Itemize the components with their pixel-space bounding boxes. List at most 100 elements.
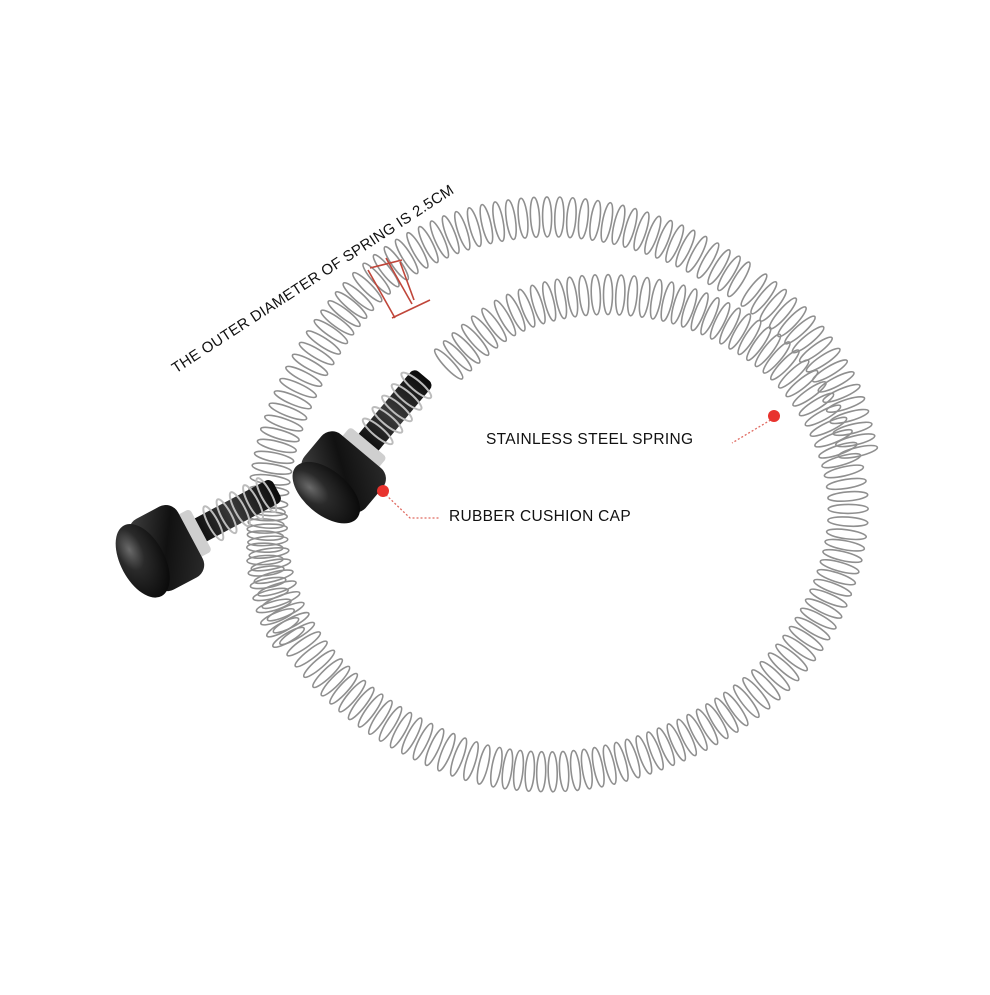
spring-coil bbox=[338, 679, 367, 713]
spring-coil bbox=[436, 732, 456, 772]
spring-coil bbox=[791, 325, 825, 354]
spring-coil bbox=[822, 383, 861, 404]
spring-coil bbox=[441, 215, 460, 255]
spring-coil bbox=[249, 576, 287, 590]
spring-coil bbox=[686, 713, 708, 752]
spring-coil bbox=[742, 676, 771, 710]
spring-coil bbox=[342, 282, 375, 312]
spring-coil bbox=[378, 705, 403, 742]
spring-coil bbox=[246, 554, 284, 566]
spring-coil bbox=[489, 746, 503, 788]
spring-coil bbox=[565, 196, 577, 239]
spring-coil bbox=[726, 261, 751, 298]
spring-coil bbox=[827, 516, 869, 528]
spring-coil bbox=[819, 558, 860, 575]
spring-coil bbox=[352, 271, 383, 303]
spring-coil bbox=[320, 665, 351, 697]
spring-coil bbox=[626, 275, 639, 317]
spring-coil bbox=[247, 535, 289, 547]
spring-coil bbox=[566, 276, 579, 318]
spring-coil bbox=[253, 450, 295, 465]
spring-coil bbox=[334, 290, 368, 320]
spring-coil bbox=[827, 503, 869, 515]
spring-coil bbox=[685, 235, 708, 273]
spring-coil bbox=[804, 598, 843, 619]
spring-coil bbox=[600, 201, 614, 243]
spring-coil bbox=[578, 274, 590, 317]
spring-coil bbox=[670, 284, 687, 325]
spring-coil bbox=[798, 336, 833, 363]
spring-coil bbox=[788, 625, 824, 652]
spring-coil bbox=[825, 477, 867, 491]
spring-coil bbox=[577, 198, 590, 240]
spring-coil bbox=[613, 741, 629, 782]
spring-coil bbox=[553, 196, 565, 238]
spring-coil bbox=[809, 416, 848, 438]
spring-coil bbox=[357, 693, 384, 728]
spring-coil bbox=[809, 588, 848, 608]
spring-coil bbox=[799, 607, 837, 630]
spring-coil bbox=[367, 699, 393, 736]
spring-coil bbox=[400, 717, 423, 755]
spring-coil bbox=[268, 402, 308, 421]
spring-coil bbox=[645, 731, 665, 771]
spring-coil bbox=[247, 565, 285, 577]
spring-coil bbox=[460, 323, 490, 357]
spring-coil bbox=[649, 278, 663, 320]
spring-coil bbox=[252, 587, 289, 602]
spring-coil bbox=[246, 530, 285, 542]
spring-coil bbox=[263, 414, 304, 432]
spring-coil bbox=[298, 341, 335, 366]
spring-coil bbox=[740, 273, 768, 307]
spring-coil bbox=[320, 309, 355, 336]
spring-coil bbox=[541, 196, 553, 238]
spring-coil bbox=[822, 548, 863, 564]
spring-coil bbox=[700, 297, 720, 336]
spring-coil bbox=[665, 224, 685, 264]
spring-coil bbox=[246, 523, 288, 534]
spring-coil bbox=[453, 210, 471, 251]
spring-coil bbox=[590, 274, 602, 316]
red-dot-icon bbox=[377, 485, 389, 497]
spring-coil bbox=[602, 744, 617, 785]
spring-coil bbox=[329, 672, 359, 705]
cap-callout bbox=[377, 485, 440, 519]
diameter-dimension-marker bbox=[367, 257, 431, 319]
spring-coil bbox=[313, 318, 349, 345]
spring-coil bbox=[624, 738, 641, 779]
spring-coil bbox=[644, 215, 662, 255]
lower-cushion-cap bbox=[115, 477, 281, 598]
spring-coil bbox=[798, 392, 835, 417]
spring-coil bbox=[248, 546, 290, 560]
spring-coil bbox=[247, 517, 285, 530]
spring-coil bbox=[302, 649, 336, 679]
spring-coil bbox=[259, 607, 296, 626]
spring-coil bbox=[429, 220, 450, 259]
upper-cushion-cap bbox=[292, 370, 433, 524]
spring-coil bbox=[759, 660, 791, 692]
spring-coil bbox=[676, 718, 698, 757]
spring-coil bbox=[690, 292, 709, 332]
spring-coil bbox=[832, 421, 873, 437]
spring-coil bbox=[718, 307, 742, 345]
spring-coil bbox=[327, 300, 361, 328]
spring-coil bbox=[517, 197, 529, 239]
spring-coil bbox=[279, 377, 318, 399]
spring-coil bbox=[635, 735, 653, 775]
spring-coil bbox=[814, 428, 853, 448]
spring-coil bbox=[768, 297, 798, 330]
spring-coil bbox=[412, 722, 434, 761]
spring-label: STAINLESS STEEL SPRING bbox=[486, 431, 694, 448]
red-dot-icon bbox=[768, 410, 780, 422]
spring-coil bbox=[470, 315, 499, 349]
spring-coil bbox=[823, 464, 865, 479]
spring-coil bbox=[442, 340, 473, 372]
spring-callout bbox=[731, 410, 780, 444]
spring-coil bbox=[535, 750, 547, 793]
spring-coil bbox=[569, 749, 582, 792]
spring-coil bbox=[558, 750, 570, 793]
spring-coil bbox=[406, 231, 429, 269]
spring-coil bbox=[286, 631, 322, 657]
spring-coil bbox=[272, 626, 305, 649]
